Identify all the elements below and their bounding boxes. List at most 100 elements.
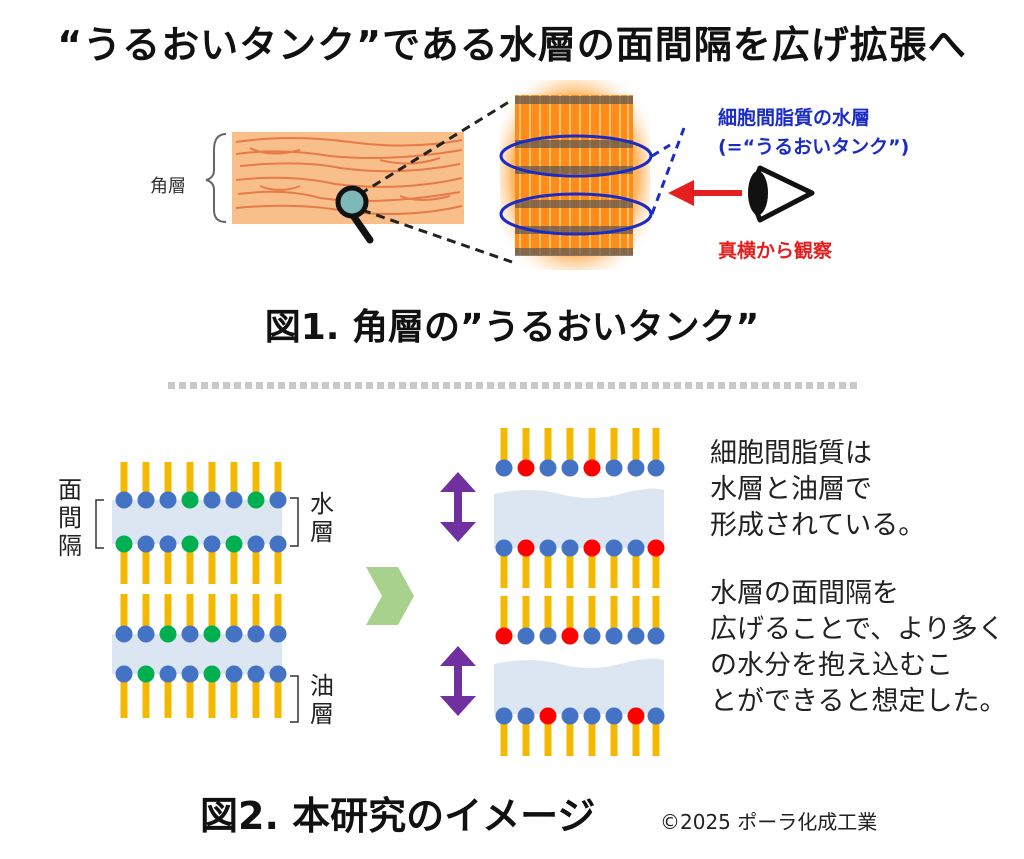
lipid-tail [186, 462, 194, 500]
observe-label: 真横から観察 [718, 240, 833, 262]
lipid-head [247, 535, 265, 553]
lipid-head [647, 627, 665, 645]
lipid-tail [120, 462, 128, 500]
lipid-head [269, 491, 287, 509]
lipid-head [159, 665, 177, 683]
lipid-head [561, 707, 579, 725]
stratum-brace [205, 133, 227, 223]
lipid-head [583, 459, 601, 477]
lipid-head [583, 539, 601, 557]
lipid-tail [186, 674, 194, 718]
lipid-tail [230, 674, 238, 718]
lipid-head [561, 627, 579, 645]
magnifier-icon [335, 185, 374, 244]
lipid-head [647, 707, 665, 725]
section-divider [168, 382, 858, 389]
lipid-head [561, 459, 579, 477]
lipid-head [247, 625, 265, 643]
lipid-head [159, 491, 177, 509]
lipid-head [203, 665, 221, 683]
lipid-tail [544, 596, 552, 636]
lipid-tail [566, 716, 574, 756]
lipid-tail [652, 548, 660, 588]
lipid-head [269, 665, 287, 683]
water-layer-ellipse [499, 134, 653, 178]
copyright: ©2025 ポーラ化成工業 [660, 810, 878, 834]
lipid-head [181, 665, 199, 683]
lipid-tail [274, 462, 282, 500]
lipid-head [583, 627, 601, 645]
lipid-head [517, 707, 535, 725]
lipid-tail [652, 716, 660, 756]
lipid-tail [588, 716, 596, 756]
lipid-tail [230, 594, 238, 634]
lipid-head [137, 625, 155, 643]
lipid-tail [252, 462, 260, 500]
lipid-head [115, 625, 133, 643]
lipid-tail [500, 548, 508, 588]
lipid-tail [588, 596, 596, 636]
lipid-tail [142, 674, 150, 718]
lipid-tail [588, 548, 596, 588]
lipid-head [539, 627, 557, 645]
lipid-head [225, 665, 243, 683]
lipid-head [137, 535, 155, 553]
lipid-head [517, 627, 535, 645]
double-arrow-icon [440, 472, 476, 542]
lipid-tail [610, 428, 618, 468]
skin-tissue [232, 132, 464, 224]
lipid-head [247, 491, 265, 509]
lipid-tail [164, 544, 172, 584]
observe-arrow [668, 180, 742, 206]
lipid-tail [632, 548, 640, 588]
lipid-tail [522, 716, 530, 756]
lipid-head [159, 535, 177, 553]
spacing-brace [95, 499, 104, 549]
lipid-tail [274, 594, 282, 634]
lipid-head [203, 491, 221, 509]
lipid-tail [252, 594, 260, 634]
lipid-tail [632, 596, 640, 636]
lipid-tail [164, 674, 172, 718]
lipid-tail [566, 548, 574, 588]
lipid-head [627, 707, 645, 725]
lipid-tail [500, 716, 508, 756]
lipid-tail [120, 674, 128, 718]
lipid-head [583, 707, 601, 725]
lipid-tail [142, 544, 150, 584]
lipid-head [647, 459, 665, 477]
lipid-head [225, 625, 243, 643]
lipid-head [181, 491, 199, 509]
lipid-tail [544, 548, 552, 588]
lipid-head [115, 491, 133, 509]
headline: “うるおいタンク”である水層の面間隔を広げ拡張へ [57, 23, 967, 67]
lipid-tail [610, 716, 618, 756]
lipid-tail [522, 428, 530, 468]
lipid-head [269, 625, 287, 643]
water-band [494, 488, 664, 548]
lipid-head [203, 625, 221, 643]
lipid-head [517, 539, 535, 557]
lipid-tail [610, 548, 618, 588]
lipid-tail [500, 428, 508, 468]
lipid-tail [208, 674, 216, 718]
lipid-head [137, 665, 155, 683]
lipid-head [115, 665, 133, 683]
figure1-title: 図1. 角層の”うるおいタンク” [264, 307, 760, 348]
lipid-head [539, 707, 557, 725]
lipid-head [495, 627, 513, 645]
lipid-tail [208, 594, 216, 634]
lipid-tail [208, 462, 216, 500]
lipid-head [225, 535, 243, 553]
lipid-head [115, 535, 133, 553]
lipid-head [181, 625, 199, 643]
lipid-tail [230, 462, 238, 500]
lipid-tail [610, 596, 618, 636]
lipid-tail [142, 594, 150, 634]
oil-layer-side-label: 油層 [310, 672, 334, 728]
lipid-tail [120, 594, 128, 634]
lipid-head [137, 491, 155, 509]
lipid-head [269, 535, 287, 553]
lipid-tail [652, 428, 660, 468]
